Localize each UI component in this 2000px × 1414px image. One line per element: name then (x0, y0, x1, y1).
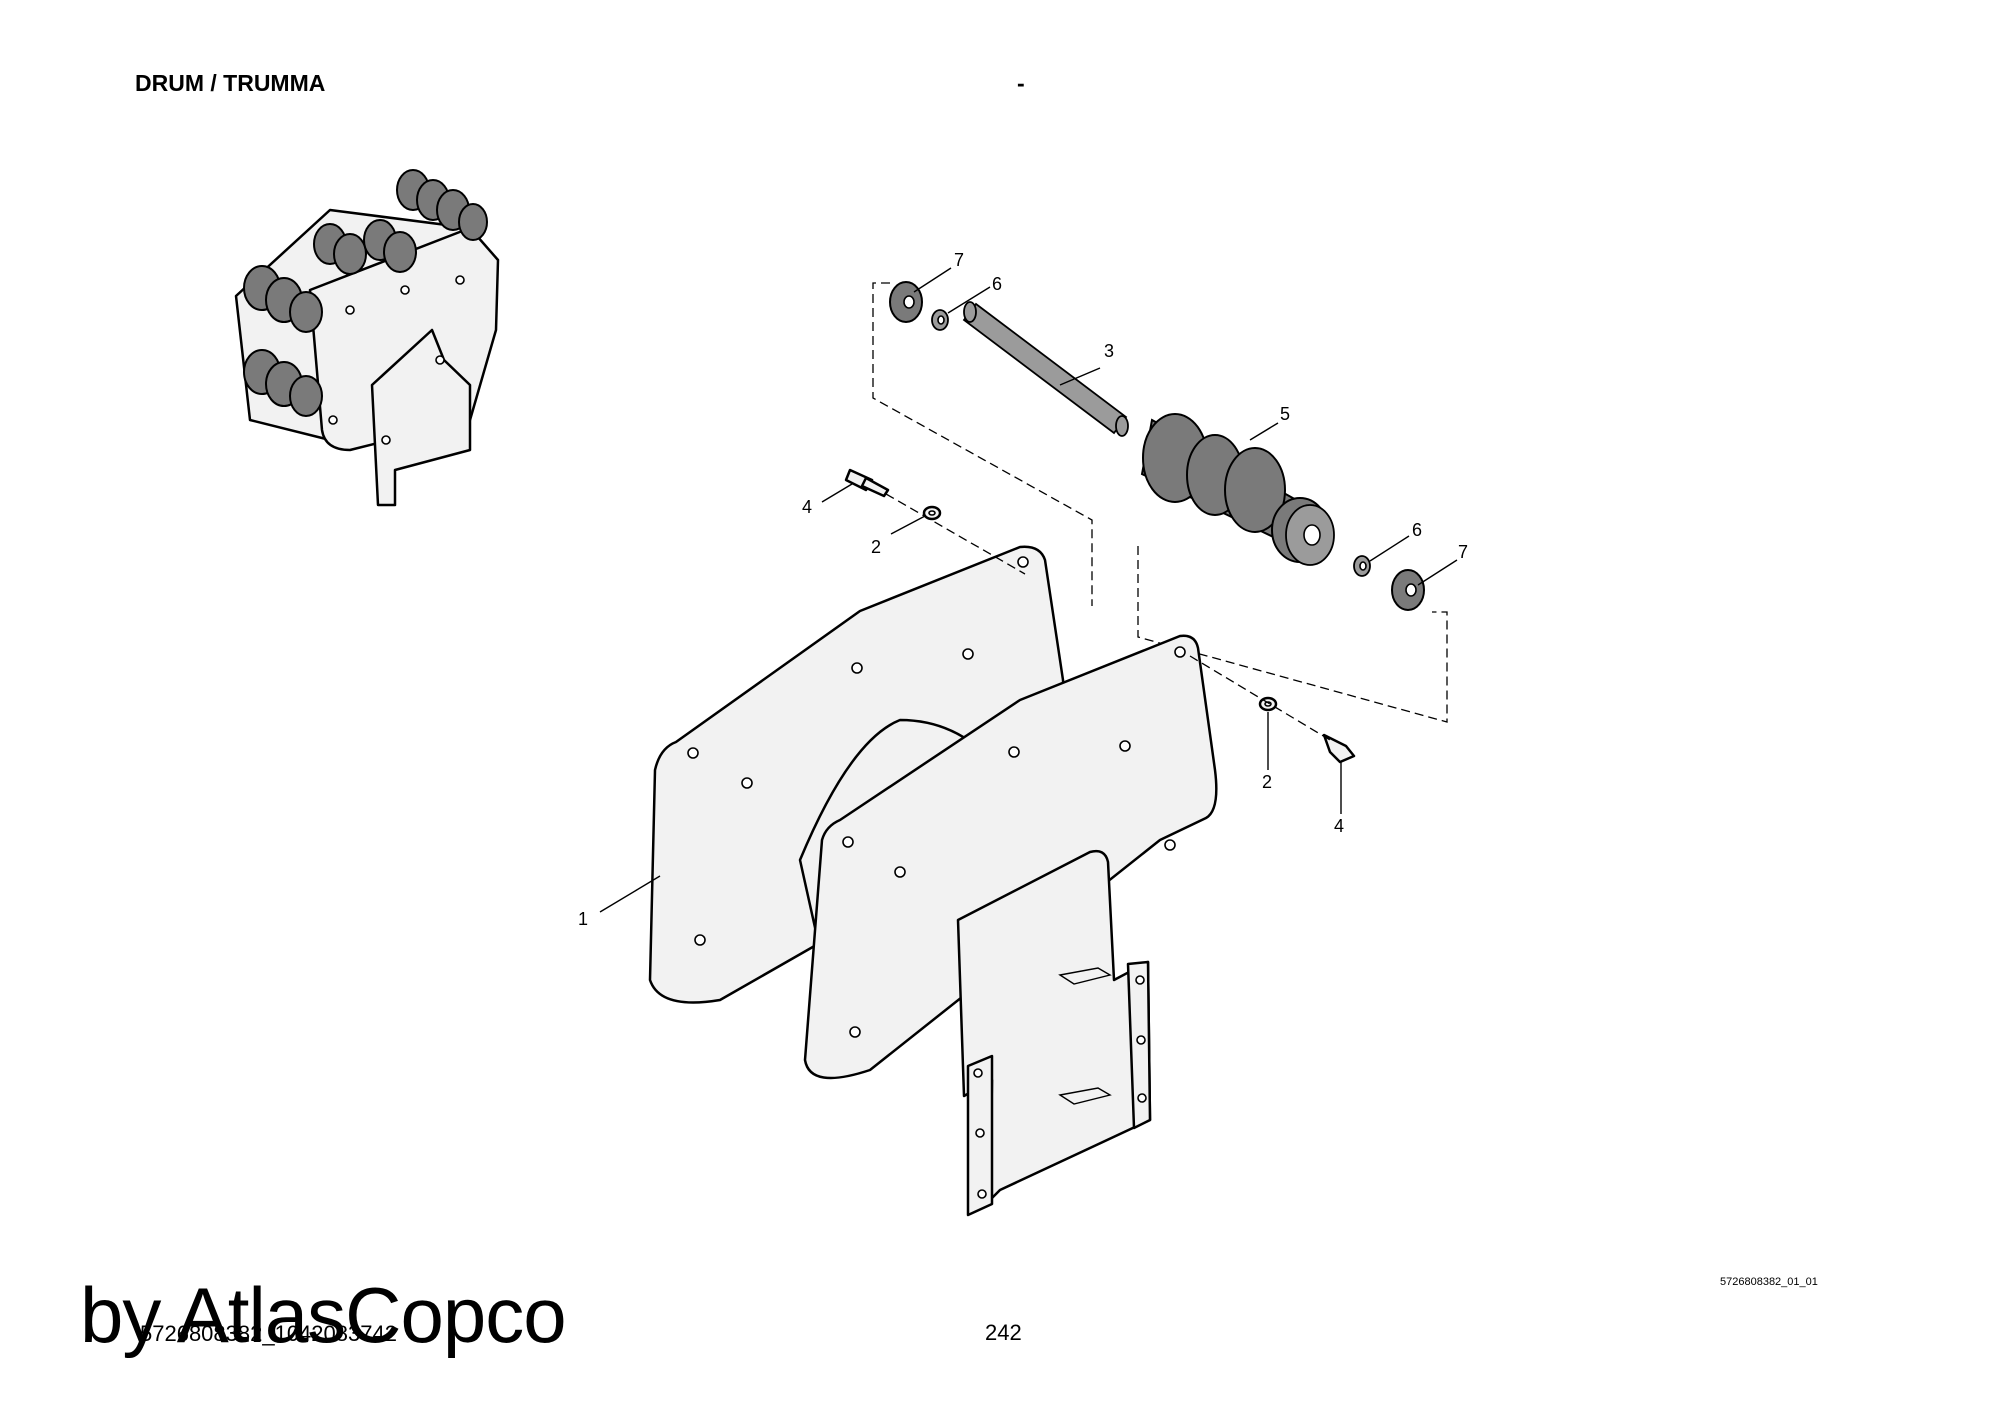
callout-part-7-lower: 7 (1458, 542, 1468, 562)
page-title: DRUM / TRUMMA (135, 70, 326, 96)
part-7-lower-spacer (1391, 569, 1425, 611)
callout-part-3: 3 (1104, 341, 1114, 361)
part-2-upper-washer (922, 505, 942, 521)
page-number: 242 (985, 1320, 1022, 1345)
callout-part-6-lower: 6 (1412, 520, 1422, 540)
callout-part-1: 1 (578, 909, 588, 929)
drawing-reference-code: 5726808382_01_01 (1720, 1276, 1818, 1288)
part-3-shaft (962, 301, 1129, 437)
header-dash: - (1017, 70, 1025, 96)
callout-part-4-lower: 4 (1334, 816, 1344, 836)
assembly-overview-thumbnail (234, 169, 500, 507)
callout-part-7-upper: 7 (954, 250, 964, 270)
part-4-lower-bolt (1322, 733, 1356, 764)
part-4-upper-bolt (844, 468, 890, 498)
part-6-lower-ring (1353, 555, 1371, 577)
callout-part-6-upper: 6 (992, 274, 1002, 294)
part-6-upper-ring (931, 309, 949, 331)
document-id: 5726808382_1042083742 (140, 1321, 397, 1346)
leader-lines (599, 267, 1458, 913)
callout-part-2-upper: 2 (871, 537, 881, 557)
part-5-drum-roller (1140, 413, 1335, 566)
front-plate-with-bracket (803, 634, 1218, 1217)
callout-part-2-lower: 2 (1262, 772, 1272, 792)
part-7-upper-spacer (889, 281, 923, 323)
watermark: by AtlasCopco (80, 1271, 567, 1359)
callout-part-5: 5 (1280, 404, 1290, 424)
callout-part-4-upper: 4 (802, 497, 812, 517)
